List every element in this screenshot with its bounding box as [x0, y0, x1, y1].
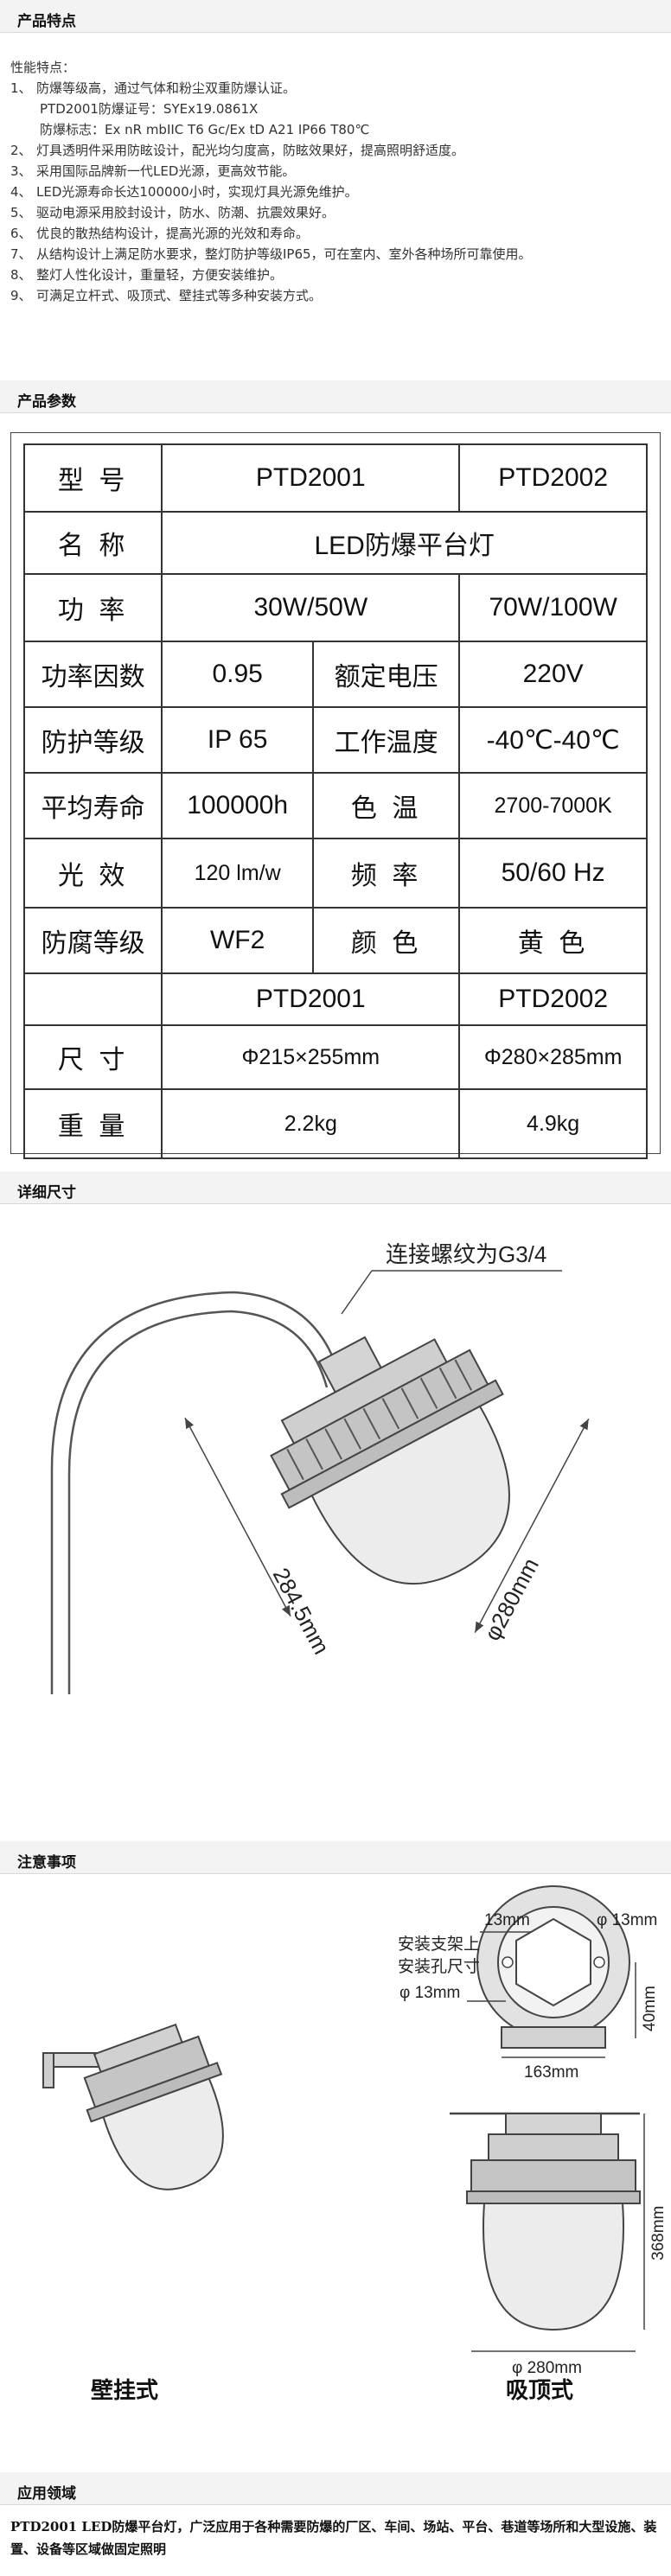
name-label: 名 称 [22, 511, 163, 575]
corrosion-label: 防腐等级 [22, 907, 163, 974]
feature-item: 4、LED光源寿命长达100000小时，实现灯具光源免维护。 [10, 184, 358, 200]
dimension-drawing: 连接螺纹为G3/4 284.5mm φ280mm [50, 1241, 590, 1694]
height-40: 40mm [641, 1986, 659, 2031]
power-a: 30W/50W [161, 573, 461, 642]
pole-outer [50, 1291, 343, 1694]
height-label: 284.5mm [268, 1564, 335, 1659]
ceiling-caption: 吸顶式 [506, 2378, 574, 2404]
empty-cell [22, 972, 163, 1026]
cct-label: 色 温 [311, 772, 461, 839]
size-label: 尺 寸 [22, 1024, 163, 1090]
ceiling-mount-lamp [450, 2112, 641, 2331]
corrosion-value: WF2 [161, 907, 314, 974]
model-a: PTD2001 [161, 443, 461, 513]
pole-inner [67, 1310, 329, 1694]
feature-item: 2、灯具透明件采用防眩设计，配光均匀度高，防眩效果好，提高照明舒适度。 [10, 143, 465, 158]
temp-label: 工作温度 [311, 706, 461, 774]
ip-value: IP 65 [161, 706, 314, 774]
model-b-2: PTD2002 [458, 972, 648, 1026]
wall-caption: 壁挂式 [91, 2378, 159, 2404]
voltage-label: 额定电压 [311, 641, 461, 708]
table-row: 功 率 30W/50W 70W/100W [22, 573, 648, 642]
lamp-globe [310, 1405, 510, 1584]
feature-item: 防爆标志：Ex nR mbIIC T6 Gc/Ex tD A21 IP66 T8… [40, 122, 370, 137]
voltage-value: 220V [458, 641, 648, 708]
table-row: PTD2001 PTD2002 [22, 972, 648, 1026]
section-title-specs: 产品参数 [17, 393, 76, 411]
table-row: 功率因数 0.95 额定电压 220V [22, 641, 648, 708]
spec-table-frame: 型 号 PTD2001 PTD2002 名 称 LED防爆平台灯 功 率 30W… [10, 432, 661, 1159]
cct-value: 2700-7000K [458, 772, 648, 839]
table-row: 平均寿命 100000h 色 温 2700-7000K [22, 772, 648, 839]
section-header-features: 产品特点 [0, 0, 671, 33]
feature-item: 5、驱动电源采用胶封设计，防水、防潮、抗震效果好。 [10, 205, 336, 220]
spec-table: 型 号 PTD2001 PTD2002 名 称 LED防爆平台灯 功 率 30W… [22, 443, 648, 1159]
model-a-2: PTD2001 [161, 972, 461, 1026]
table-row: 防护等级 IP 65 工作温度 -40℃-40℃ [22, 706, 648, 774]
model-label: 型 号 [22, 443, 163, 513]
mount-label-2: 安装孔尺寸 [398, 1957, 480, 1976]
feature-item: 6、优良的散热结构设计，提高光源的光效和寿命。 [10, 226, 310, 241]
mount-label-1: 安装支架上 [398, 1935, 480, 1954]
application-text: PTD2001 LED防爆平台灯，广泛应用于各种需要防爆的厂区、车间、场站、平台… [10, 2519, 657, 2557]
life-value: 100000h [161, 772, 314, 839]
table-row: 型 号 PTD2001 PTD2002 [22, 443, 648, 513]
table-row: 尺 寸 Φ215×255mm Φ280×285mm [22, 1024, 648, 1090]
width-163: 163mm [524, 2063, 578, 2082]
model-b: PTD2002 [458, 443, 648, 513]
color-label: 颜 色 [311, 907, 461, 974]
diameter-280: φ 280mm [512, 2359, 582, 2377]
life-label: 平均寿命 [22, 772, 163, 839]
feature-item: PTD2001防爆证号：SYEx19.0861X [40, 101, 259, 117]
height-368: 368mm [649, 2206, 668, 2260]
installation-drawing: 13mm φ 13mm 安装支架上 安装孔尺寸 φ 13mm 163mm 40m… [42, 1885, 668, 2377]
feature-item: 7、从结构设计上满足防水要求，整灯防护等级IP65，可在室内、室外各种场所可靠使… [10, 246, 532, 262]
color-value: 黄 色 [458, 907, 648, 974]
table-row: 光 效 120 lm/w 频 率 50/60 Hz [22, 838, 648, 909]
section-header-notes: 注意事项 [0, 1841, 671, 1874]
freq-value: 50/60 Hz [458, 838, 648, 909]
feature-item: 9、可满足立杆式、吸顶式、壁挂式等多种安装方式。 [10, 288, 323, 303]
diameter-label: φ280mm [479, 1553, 544, 1645]
efficacy-value: 120 lm/w [161, 838, 314, 909]
top-phi13: φ 13mm [597, 1911, 657, 1929]
efficacy-label: 光 效 [22, 838, 163, 909]
power-label: 功 率 [22, 573, 163, 642]
pf-value: 0.95 [161, 641, 314, 708]
weight-a: 2.2kg [161, 1088, 461, 1159]
section-header-dims: 详细尺寸 [0, 1171, 671, 1204]
pf-label: 功率因数 [22, 641, 163, 708]
feature-item: 8、整灯人性化设计，重量轻，方便安装维护。 [10, 267, 284, 283]
table-row: 名 称 LED防爆平台灯 [22, 511, 648, 575]
ip-label: 防护等级 [22, 706, 163, 774]
feature-item: 3、采用国际品牌新一代LED光源，更高效节能。 [10, 163, 296, 179]
section-title-dims: 详细尺寸 [17, 1184, 76, 1202]
top-view [476, 1885, 630, 2049]
table-row: 防腐等级 WF2 颜 色 黄 色 [22, 907, 648, 974]
mount-phi13: φ 13mm [399, 1984, 460, 2002]
weight-label: 重 量 [22, 1088, 163, 1159]
size-b: Φ280×285mm [458, 1024, 648, 1090]
freq-label: 频 率 [311, 838, 461, 909]
top-13mm: 13mm [484, 1911, 530, 1929]
weight-b: 4.9kg [458, 1088, 648, 1159]
features-intro: 性能特点： [10, 60, 76, 75]
features-list: 性能特点： 1、防爆等级高，通过气体和粉尘双重防爆认证。 PTD2001防爆证号… [10, 57, 650, 306]
section-title-features: 产品特点 [17, 13, 76, 30]
table-row: 重 量 2.2kg 4.9kg [22, 1088, 648, 1159]
power-b: 70W/100W [458, 573, 648, 642]
thread-label: 连接螺纹为G3/4 [386, 1241, 546, 1267]
lamp-body [270, 1336, 510, 1584]
name-value: LED防爆平台灯 [161, 511, 648, 575]
section-header-application: 应用领域 [0, 2472, 671, 2505]
section-header-specs: 产品参数 [0, 380, 671, 413]
size-a: Φ215×255mm [161, 1024, 461, 1090]
feature-item: 1、防爆等级高，通过气体和粉尘双重防爆认证。 [10, 80, 297, 96]
wall-mount-lamp [42, 2023, 224, 2190]
section-title-notes: 注意事项 [17, 1854, 76, 1871]
section-title-application: 应用领域 [17, 2485, 76, 2503]
temp-value: -40℃-40℃ [458, 706, 648, 774]
